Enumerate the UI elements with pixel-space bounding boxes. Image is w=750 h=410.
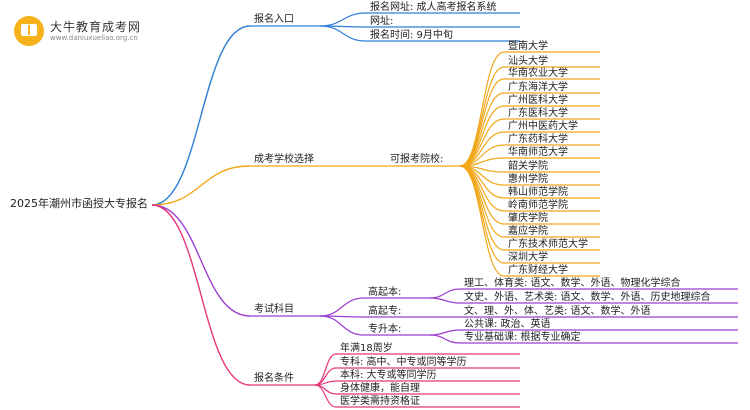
subject-item: 公共课: 政治、英语	[464, 319, 551, 330]
subject-group-label: 高起专:	[368, 306, 402, 317]
branch-school: 成考学校选择	[254, 154, 314, 165]
subject-item: 理工、体育类: 语文、数学、外语、物理化学综合	[464, 278, 681, 289]
school-item: 华南农业大学	[508, 68, 568, 79]
subject-item: 文史、外语、艺术类: 语文、数学、外语、历史地理综合	[464, 292, 711, 303]
branch-condition: 报名条件	[254, 373, 294, 384]
connector-subject-item	[429, 329, 461, 336]
baoming-item: 报名网址: 成人高考报名系统	[370, 2, 497, 13]
subject-item: 专业基础课: 根据专业确定	[464, 332, 581, 343]
connector-condition-item	[314, 384, 337, 408]
subject-group-label: 专升本:	[368, 324, 402, 335]
subject-group-label: 高起本:	[368, 287, 402, 298]
connector-subject-item	[429, 334, 461, 344]
connector-school-item	[459, 165, 505, 277]
condition-item: 医学类需持资格证	[340, 396, 420, 407]
school-item: 广东技术师范大学	[508, 239, 588, 250]
logo-name: 大牛教育成考网	[50, 20, 142, 34]
connector-root-subject	[151, 204, 251, 317]
school-item: 韩山师范学院	[508, 187, 568, 198]
connector-root-baoming	[151, 25, 251, 206]
connector-condition-item	[314, 353, 337, 386]
school-sub: 可报考院校:	[390, 154, 444, 165]
connector-subject-item	[429, 288, 461, 299]
school-item: 暨南大学	[508, 41, 548, 52]
book-icon	[14, 16, 44, 46]
school-item: 广东海洋大学	[508, 82, 568, 93]
connector-school-item	[459, 165, 505, 238]
school-item: 惠州学院	[508, 174, 548, 185]
school-item: 深圳大学	[508, 252, 548, 263]
condition-item: 专科: 高中、中专或同等学历	[340, 357, 467, 368]
root-topic: 2025年潮州市函授大专报名	[10, 197, 148, 210]
connector-school-item	[459, 165, 505, 212]
baoming-item: 报名时间: 9月中旬	[370, 30, 453, 41]
branch-subject: 考试科目	[254, 304, 294, 315]
school-item: 韶关学院	[508, 161, 548, 172]
connector-subject-group	[319, 315, 365, 336]
school-item: 广州中医药大学	[508, 121, 578, 132]
school-item: 嘉应学院	[508, 226, 548, 237]
connector-subject-group	[319, 297, 365, 317]
condition-item: 本科: 大专或等同学历	[340, 370, 437, 381]
school-item: 华南师范大学	[508, 147, 568, 158]
connector-school-item	[459, 165, 505, 264]
school-item: 岭南师范学院	[508, 200, 568, 211]
logo-url: www.daniuxueliao.org.cn	[50, 34, 138, 42]
connector-school-item	[459, 78, 505, 167]
school-item: 广东药科大学	[508, 134, 568, 145]
connector-baoming-item	[319, 25, 367, 42]
site-logo[interactable]: 大牛教育成考网 www.daniuxueliao.org.cn	[14, 16, 164, 48]
condition-item: 年满18周岁	[340, 343, 393, 354]
condition-item: 身体健康，能自理	[340, 383, 420, 394]
connector-condition-item	[314, 380, 337, 386]
connector-root-condition	[151, 204, 251, 386]
subject-item: 文、理、外、体、艺类: 语文、数学、外语	[464, 306, 651, 317]
connector-school-item	[459, 165, 505, 251]
school-item: 汕头大学	[508, 56, 548, 67]
school-item: 广东医科大学	[508, 108, 568, 119]
connector-baoming-item	[319, 12, 367, 27]
school-item: 肇庆学院	[508, 213, 548, 224]
school-item: 广州医科大学	[508, 95, 568, 106]
connector-root-school	[151, 165, 251, 206]
connector-subject-item	[429, 297, 461, 304]
baoming-item: 网址:	[370, 16, 394, 27]
branch-baoming: 报名入口	[254, 14, 294, 25]
school-item: 广东财经大学	[508, 265, 568, 276]
connector-school-item	[459, 51, 505, 167]
